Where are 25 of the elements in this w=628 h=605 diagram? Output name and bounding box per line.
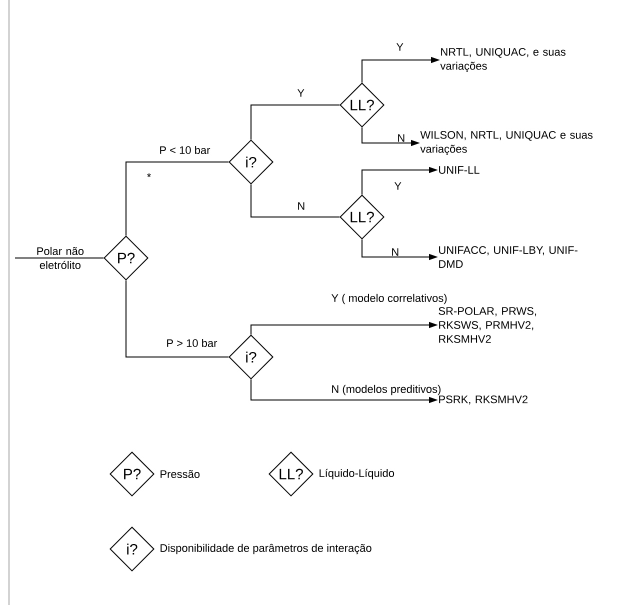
connector-line	[126, 280, 229, 358]
input-text: Polar não eletrólito	[37, 246, 84, 270]
footnote-mark: *	[147, 173, 151, 178]
edge-label: N	[398, 134, 404, 142]
edge-label: N	[392, 248, 398, 256]
edge-label: Y ( modelo correlativos)	[331, 294, 447, 304]
result-text: PSRK, RKSMHV2	[439, 395, 528, 405]
result-text: NRTL, UNIQUAC, e suas variações	[440, 48, 566, 72]
legend-text: Pressão	[160, 470, 200, 478]
legend-text: Disponibilidade de parâmetros de interação	[160, 544, 372, 554]
result-text: SR-POLAR, PRWS, RKSWS, PRMHV2, RKSMHV2	[438, 307, 536, 343]
connector-line	[126, 162, 229, 236]
connector-line	[250, 184, 340, 218]
edge-label: N (modelos preditivos)	[332, 384, 441, 396]
result-text: WILSON, NRTL, UNIQUAC e suas variações	[420, 131, 593, 156]
connector-line	[250, 104, 340, 140]
edge-label: N	[298, 202, 304, 210]
edge-label: P < 10 bar	[160, 146, 210, 154]
result-text: UNIF-LL	[439, 166, 480, 174]
edge-label: Y	[396, 43, 404, 51]
result-text: UNIFACC, UNIF-LBY, UNIF-DMD	[439, 246, 578, 268]
edge-label: Y	[297, 89, 304, 97]
legend-text: Líquido-Líquido	[320, 468, 394, 480]
edge-label: P > 10 bar	[167, 338, 218, 348]
edge-label: Y	[394, 182, 402, 190]
